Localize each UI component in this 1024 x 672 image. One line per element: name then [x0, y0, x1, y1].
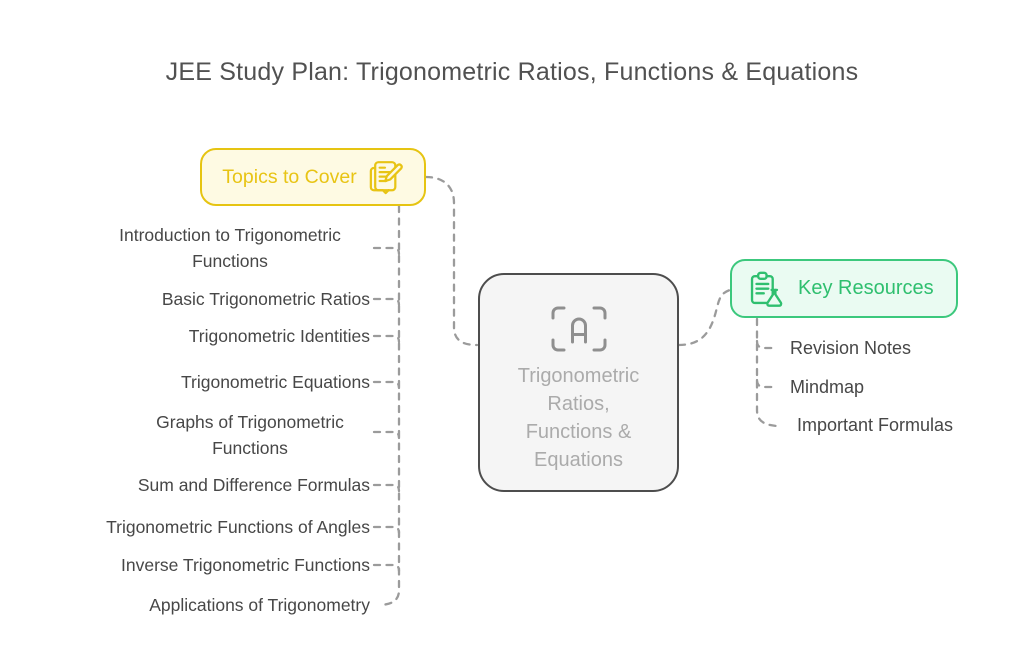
central-topic-label: Trigonometric Ratios, Functions & Equati…	[517, 365, 640, 471]
topics-node-label: Topics to Cover	[222, 165, 357, 188]
topic-item[interactable]: Trigonometric Functions of Angles	[106, 517, 370, 537]
topic-item[interactable]: Introduction to Trigonometric Functions	[119, 225, 341, 271]
topic-item[interactable]: Trigonometric Equations	[180, 372, 370, 392]
topic-item[interactable]: Sum and Difference Formulas	[137, 475, 370, 495]
resources-node-label: Key Resources	[798, 277, 934, 299]
topic-item[interactable]: Inverse Trigonometric Functions	[121, 555, 370, 575]
clipboard-flask-icon	[750, 271, 783, 307]
topic-item[interactable]: Trigonometric Identities	[188, 326, 370, 346]
connector-topics-spine	[379, 204, 401, 607]
topic-item[interactable]: Basic Trigonometric Ratios	[161, 289, 370, 309]
topics-to-cover-node[interactable]: Topics to Cover	[200, 148, 426, 206]
topic-item[interactable]: Applications of Trigonometry	[149, 595, 370, 615]
resource-item[interactable]: Mindmap	[790, 377, 865, 397]
topic-item[interactable]: Graphs of Trigonometric Functions	[156, 412, 344, 458]
text-scan-icon	[551, 306, 606, 352]
connector-resources-spine	[755, 317, 779, 428]
resource-item[interactable]: Revision Notes	[790, 338, 912, 358]
page-title: JEE Study Plan: Trigonometric Ratios, Fu…	[165, 58, 859, 86]
notepad-pencil-icon	[369, 161, 403, 195]
connector-center-to-resources	[677, 288, 732, 347]
central-topic-node[interactable]: Trigonometric Ratios, Functions & Equati…	[478, 273, 679, 492]
key-resources-node[interactable]: Key Resources	[730, 259, 958, 318]
resource-item[interactable]: Important Formulas	[797, 415, 954, 435]
connector-topics-to-center	[424, 175, 479, 347]
